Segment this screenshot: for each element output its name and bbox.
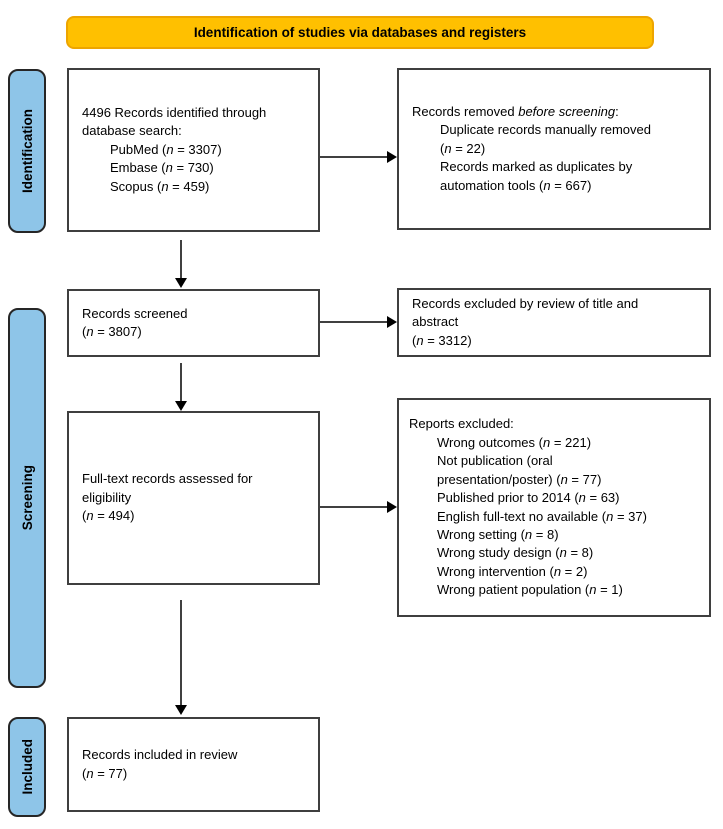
text-line: (n = 3807) [82, 324, 142, 339]
text-line: Wrong patient population (n = 1) [437, 582, 623, 598]
text-line: presentation/poster) (n = 77) [437, 471, 602, 487]
text-line: database search: [82, 123, 182, 139]
text-line: Reports excluded: [409, 416, 514, 432]
text-line: Records removed before screening: [412, 103, 619, 119]
stage-label-screening: Screening [19, 465, 35, 531]
box-records-included: Records included in review (n = 77) [67, 717, 320, 812]
arrow-fulltext-to-included-head [174, 705, 187, 715]
text-line: Records screened [82, 305, 188, 321]
text-line: Records marked as duplicates by [440, 159, 633, 175]
text-line: Records included in review [82, 747, 238, 763]
box-fulltext-assessed: Full-text records assessed for eligibilit… [67, 411, 320, 585]
text-line: Wrong intervention (n = 2) [437, 563, 588, 579]
box-records-identified: 4496 Records identified through database … [67, 68, 320, 232]
stage-bar-screening: Screening [8, 308, 46, 688]
arrow-identified-to-screened-line [180, 240, 182, 280]
text-line: (n = 77) [82, 765, 128, 781]
stage-label-included: Included [19, 739, 35, 795]
text-line: Wrong outcomes (n = 221) [437, 434, 592, 450]
arrow-fulltext-to-reports-excluded-line [320, 506, 388, 508]
diagram-title: Identification of studies via databases … [193, 25, 527, 40]
text-line: Full-text records assessed for [82, 471, 253, 487]
text-line: eligibility [82, 489, 132, 505]
text-line: Records excluded by review of title and [412, 295, 639, 311]
stage-bar-included: Included [8, 717, 46, 817]
text-line: Duplicate records manually removed [440, 122, 651, 138]
text-line: (n = 494) [82, 508, 135, 524]
arrow-screened-to-excluded-line [320, 321, 388, 323]
text-line: (n = 3312) [412, 332, 472, 348]
text-line: Not publication (oral [437, 453, 553, 469]
diagram-title-banner: Identification of studies via databases … [66, 16, 654, 49]
arrow-screened-to-fulltext-head [174, 401, 187, 411]
text-line: 4496 Records identified through [82, 104, 267, 120]
stage-bar-identification: Identification [8, 69, 46, 233]
text-line: Wrong study design (n = 8) [437, 545, 594, 561]
arrow-identified-to-screened-head [174, 278, 187, 288]
text-line: Published prior to 2014 (n = 63) [437, 490, 620, 506]
arrow-identified-to-removed-line [320, 156, 388, 158]
text-line: PubMed (n = 3307) [110, 141, 222, 157]
arrow-identified-to-removed-head [387, 150, 397, 163]
box-records-removed-before-screening: Records removed before screening: Duplica… [397, 68, 711, 230]
text-line: Scopus (n = 459) [110, 178, 210, 194]
text-line: Wrong setting (n = 8) [437, 526, 559, 542]
text-line: automation tools (n = 667) [440, 177, 592, 193]
arrow-screened-to-fulltext-line [180, 363, 182, 403]
arrow-screened-to-excluded-head [387, 315, 397, 328]
box-records-screened: Records screened (n = 3807) [67, 289, 320, 357]
text-line: abstract [412, 314, 459, 330]
text-line: Embase (n = 730) [110, 160, 214, 176]
text-line: (n = 22) [440, 140, 486, 156]
box-reports-excluded: Reports excluded: Wrong outcomes (n = 221… [397, 398, 711, 617]
arrow-fulltext-to-reports-excluded-head [387, 500, 397, 513]
stage-label-identification: Identification [19, 109, 35, 193]
arrow-fulltext-to-included-line [180, 600, 182, 706]
text-line: English full-text no available (n = 37) [437, 508, 647, 524]
box-records-excluded-title-abstract: Records excluded by review of title and a… [397, 288, 711, 357]
